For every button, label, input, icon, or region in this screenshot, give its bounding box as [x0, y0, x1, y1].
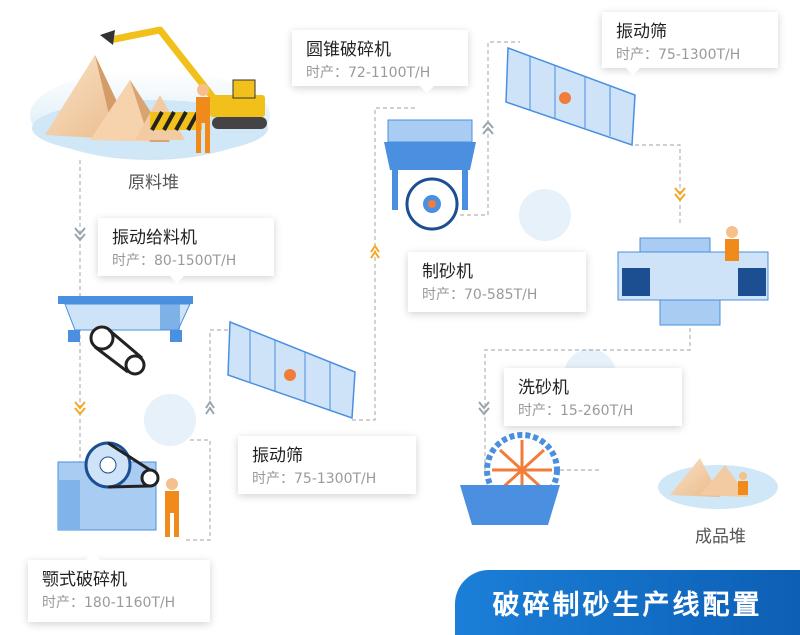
machine-capacity: 时产：75-1300T/H	[616, 47, 741, 63]
card-cone-crusher: 圆锥破碎机 时产：72-1100T/H	[292, 30, 468, 93]
machine-name: 圆锥破碎机	[306, 40, 391, 60]
card-vibrating-screen-1: 振动筛 时产：75-1300T/H	[238, 436, 416, 494]
sand-making-machine-illustration	[617, 226, 769, 326]
machine-name: 制砂机	[422, 262, 473, 282]
machine-capacity: 时产：70-585T/H	[422, 287, 538, 303]
arrow-down-orange-icon	[674, 187, 686, 202]
arrow-up-gray-icon	[482, 120, 494, 135]
vibrating-screen-illustration	[505, 46, 636, 147]
cone-crusher-illustration	[384, 119, 476, 231]
vibrating-feeder-illustration	[58, 296, 193, 376]
sand-washer-illustration	[460, 432, 560, 525]
jaw-crusher-illustration	[57, 441, 179, 537]
arrow-down-gray-icon	[478, 401, 490, 416]
arrow-up-gray-icon	[205, 400, 215, 415]
machine-capacity: 时产：15-260T/H	[518, 403, 634, 419]
card-sand-maker: 制砂机 时产：70-585T/H	[408, 252, 586, 312]
raw-material-pile-illustration	[30, 26, 270, 160]
machine-capacity: 时产：75-1300T/H	[252, 471, 377, 487]
arrow-down-gray-icon	[74, 227, 86, 242]
raw-pile-label: 原料堆	[128, 173, 179, 193]
card-sand-washer: 洗砂机 时产：15-260T/H	[504, 368, 682, 426]
finished-product-pile-illustration	[658, 458, 778, 509]
vibrating-screen-illustration	[227, 320, 356, 420]
card-jaw-crusher: 颚式破碎机 时产：180-1160T/H	[28, 553, 210, 622]
machine-capacity: 时产：180-1160T/H	[42, 595, 176, 611]
machine-name: 振动筛	[252, 446, 303, 466]
page-title: 破碎制砂生产线配置	[455, 570, 800, 635]
arrow-up-orange-icon	[370, 244, 380, 259]
card-vibrating-screen-2: 振动筛 时产：75-1300T/H	[602, 12, 778, 75]
arrow-down-orange-icon	[74, 401, 86, 416]
card-vibrating-feeder: 振动给料机 时产：80-1500T/H	[98, 218, 274, 283]
direction-arrows	[74, 120, 686, 416]
machine-name: 振动筛	[616, 22, 667, 42]
machine-name: 颚式破碎机	[42, 570, 127, 590]
finished-pile-label: 成品堆	[695, 527, 746, 547]
machine-name: 振动给料机	[112, 228, 197, 248]
machine-capacity: 时产：72-1100T/H	[306, 65, 431, 81]
machine-name: 洗砂机	[518, 378, 569, 398]
machine-capacity: 时产：80-1500T/H	[112, 253, 237, 269]
